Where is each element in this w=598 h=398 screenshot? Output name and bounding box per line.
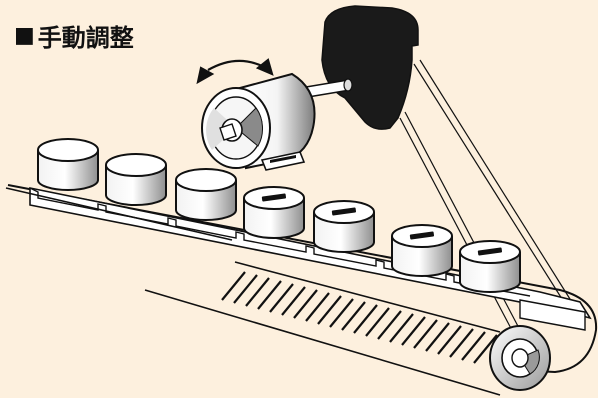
container-7-capped (459, 240, 521, 293)
container-1 (37, 138, 99, 191)
diagram-title: ■ 手動調整 (14, 18, 134, 53)
square-bullet-icon: ■ (14, 22, 35, 48)
conveyor-end-roller (489, 325, 551, 391)
container-5-capped (313, 200, 375, 253)
container-2 (105, 153, 167, 206)
container-3 (175, 168, 237, 221)
motor-housing (321, 5, 419, 130)
rotation-arrows-icon (196, 58, 274, 85)
title-text: 手動調整 (37, 24, 134, 52)
motor-unit (201, 72, 316, 171)
container-4-capped (243, 186, 305, 239)
return-belt-hatching (221, 271, 498, 364)
container-6-capped (391, 224, 453, 277)
conveyor-belt (5, 184, 598, 396)
